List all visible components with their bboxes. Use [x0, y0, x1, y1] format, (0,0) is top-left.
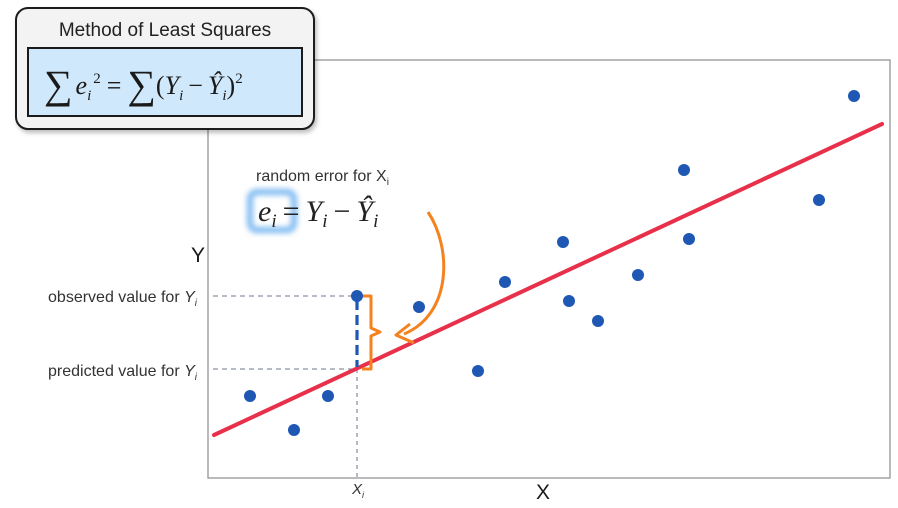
error-arrow: [403, 211, 446, 336]
data-point: [413, 301, 425, 313]
x-axis-label: X: [536, 481, 550, 504]
ei-highlight: [249, 191, 295, 231]
data-point: [557, 236, 569, 248]
box-formula-panel: [27, 47, 303, 117]
data-point: [678, 164, 690, 176]
data-point: [592, 315, 604, 327]
regression-line: [212, 122, 884, 437]
least-squares-box: Method of Least Squares ∑ei2=∑(Yi−Ŷi)2: [15, 7, 315, 130]
xi-label: Xi: [351, 481, 365, 500]
box-title: Method of Least Squares: [59, 20, 271, 41]
data-point: [848, 90, 860, 102]
data-point: [288, 424, 300, 436]
plot-frame: [207, 59, 891, 479]
data-point: [563, 295, 575, 307]
data-point: [472, 365, 484, 377]
data-point: [244, 390, 256, 402]
data-point: [813, 194, 825, 206]
observed-value-label: observed value for Yi: [48, 289, 198, 309]
random-error-label: random error for Xi: [256, 168, 389, 188]
residual-brace: [362, 294, 382, 371]
least-squares-formula: ∑ei2=∑(Yi−Ŷi)2: [44, 62, 243, 107]
error-formula: ei=Yi−Ŷi: [258, 195, 378, 232]
data-points: [244, 90, 860, 436]
data-point: [322, 390, 334, 402]
observed-data-point: [351, 290, 363, 302]
data-point: [499, 276, 511, 288]
predicted-value-label: predicted value for Yi: [48, 363, 198, 383]
data-point: [683, 233, 695, 245]
data-point: [632, 269, 644, 281]
y-axis-label: Y: [191, 244, 205, 267]
error-arrow-head: [394, 322, 415, 345]
